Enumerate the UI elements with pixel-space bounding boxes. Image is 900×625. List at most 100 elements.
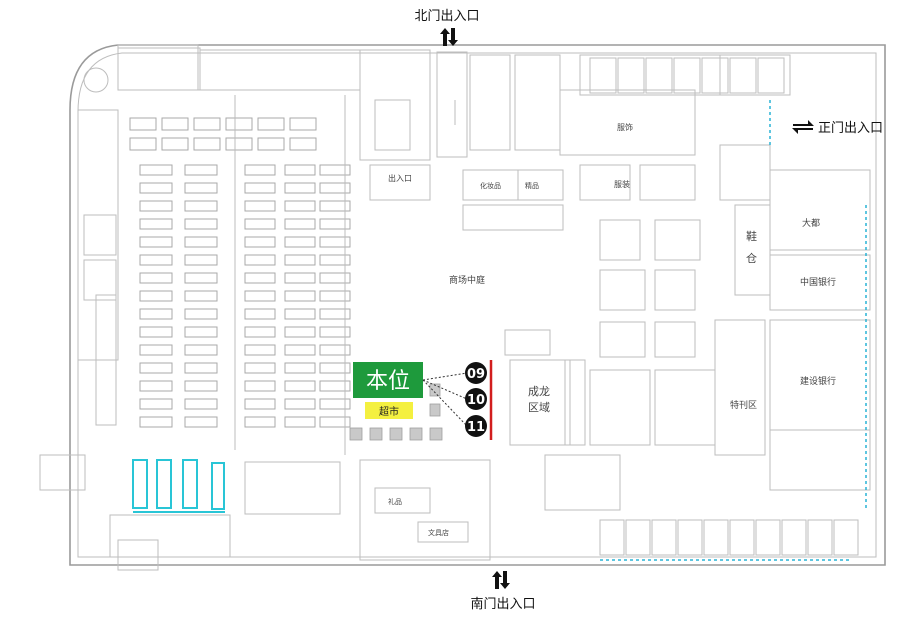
shelf — [244, 254, 276, 266]
shelf — [139, 218, 173, 230]
booth-circle — [465, 388, 487, 410]
booth-09-marker[interactable]: 09 — [465, 362, 487, 384]
booth-number: 10 — [467, 393, 485, 408]
shelf — [161, 137, 189, 151]
shop-unit — [673, 57, 701, 94]
booth-leader-lines — [422, 372, 468, 427]
tall-shop-label: 鞋仓 — [746, 229, 757, 265]
top-mid-shop-label: 服装 — [614, 179, 630, 189]
shelf — [244, 236, 276, 248]
shop-unit — [729, 57, 757, 94]
bottom-center-blocks: 礼品 文具店 — [359, 459, 491, 561]
shop-unit — [651, 519, 677, 556]
shelf — [319, 236, 351, 248]
shop-unit — [729, 519, 755, 556]
shelf — [139, 200, 173, 212]
shop-unit — [757, 57, 785, 94]
bottom-shop-label: 礼品 — [388, 497, 402, 506]
right-edge-markers — [600, 100, 867, 561]
booth-markers: 09 10 11 — [465, 362, 487, 437]
east-entrance[interactable]: 正门出入口 — [792, 120, 883, 136]
right-shops: 服装 大都 中国银行 建设银行 特刊区 鞋仓 成龙区域 — [528, 144, 871, 511]
booth-11-marker[interactable]: 11 — [465, 415, 487, 437]
shelf — [193, 117, 221, 131]
shop-unit — [807, 519, 833, 556]
shelf — [225, 117, 253, 131]
shop-unit — [617, 57, 645, 94]
shop-unit — [625, 519, 651, 556]
lower-right-shop-label: 建设银行 — [800, 375, 836, 387]
shelf — [319, 182, 351, 194]
shelf — [284, 380, 316, 392]
bottom-shop2-label: 文具店 — [428, 528, 449, 537]
shelf — [184, 254, 218, 266]
shelf — [139, 398, 173, 410]
shelf — [184, 290, 218, 302]
atrium-block — [509, 359, 586, 446]
shelf — [284, 398, 316, 410]
fitting-area-label: 特刊区 — [730, 399, 757, 411]
cyan-fixtures — [132, 459, 225, 513]
shop-unit — [781, 519, 807, 556]
shelf — [284, 416, 316, 428]
atrium-block-label: 成龙区域 — [528, 385, 550, 414]
shelf — [193, 137, 221, 151]
shelf — [184, 308, 218, 320]
shelf — [284, 272, 316, 284]
shelf — [244, 362, 276, 374]
shelf — [184, 182, 218, 194]
checkout-fixtures — [349, 383, 443, 441]
shelf — [284, 254, 316, 266]
shelf — [289, 137, 317, 151]
shelf — [244, 290, 276, 302]
shelf — [319, 308, 351, 320]
bank-label: 中国银行 — [800, 276, 836, 288]
shelf — [184, 344, 218, 356]
shop-unit — [599, 519, 625, 556]
shelf — [139, 290, 173, 302]
up-down-arrow-icon — [492, 571, 510, 589]
shelf — [319, 362, 351, 374]
shop-unit — [589, 57, 617, 94]
center-court-label: 商场中庭 — [449, 274, 485, 286]
shelf — [319, 254, 351, 266]
shelf — [184, 200, 218, 212]
shelf — [319, 398, 351, 410]
small-shop-b-label: 精品 — [525, 181, 539, 190]
south-entrance-label: 南门出入口 — [470, 596, 535, 612]
shop-unit — [677, 519, 703, 556]
shelf — [139, 236, 173, 248]
shelf — [319, 290, 351, 302]
booth-10-marker[interactable]: 10 — [465, 388, 487, 410]
north-entry-note: 出入口 — [388, 173, 412, 183]
shelf — [244, 218, 276, 230]
shelf — [184, 416, 218, 428]
shelf — [284, 362, 316, 374]
shop-unit — [703, 519, 729, 556]
wide-shop-label: 服饰 — [617, 122, 633, 132]
right-shop-label: 大都 — [802, 217, 820, 229]
bottom-left-blocks — [109, 461, 341, 571]
left-right-arrow-icon — [792, 120, 814, 134]
shelf — [129, 117, 157, 131]
shop-unit — [755, 519, 781, 556]
booth-number: 11 — [467, 420, 485, 435]
supermarket-label: 超市 — [379, 405, 399, 418]
north-entrance[interactable]: 北门出入口 — [414, 9, 480, 46]
shelf — [284, 218, 316, 230]
shelf — [319, 272, 351, 284]
shelf — [284, 308, 316, 320]
you-are-here-label: 本位 — [366, 369, 410, 394]
building-outline — [69, 44, 886, 566]
shelf — [244, 326, 276, 338]
shelf — [184, 398, 218, 410]
shelf — [184, 236, 218, 248]
south-entrance[interactable]: 南门出入口 — [470, 571, 536, 612]
shelf — [284, 290, 316, 302]
shelf — [244, 182, 276, 194]
shelf — [284, 344, 316, 356]
left-rooms — [39, 44, 361, 491]
you-are-here-marker: 本位 — [353, 362, 423, 398]
shelf — [244, 272, 276, 284]
